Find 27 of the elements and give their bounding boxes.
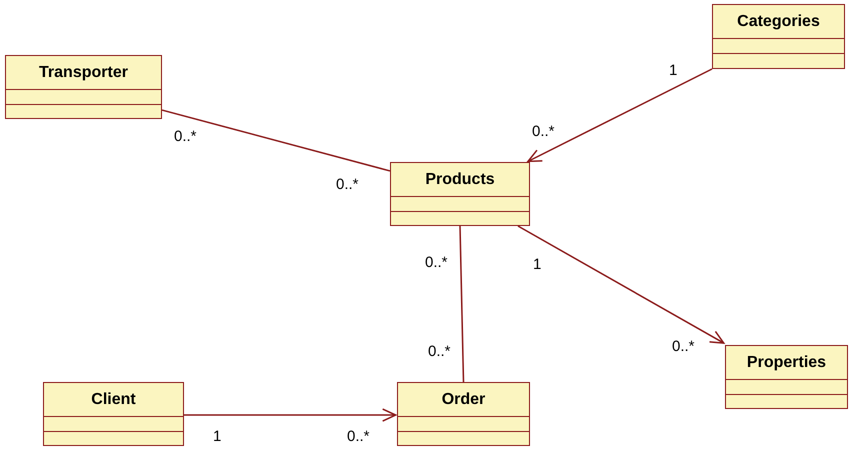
class-box xyxy=(390,162,530,226)
association-line xyxy=(162,109,390,172)
arrow xyxy=(518,225,725,344)
class-box xyxy=(43,382,184,446)
multiplicity-label: 0..* xyxy=(425,254,448,271)
class-name: Products xyxy=(425,170,495,188)
class-box xyxy=(5,55,162,119)
class-name: Categories xyxy=(737,12,820,30)
arrow xyxy=(184,408,396,422)
class-name: Client xyxy=(91,390,136,408)
multiplicity-label: 0..* xyxy=(336,176,359,193)
class-name: Transporter xyxy=(39,64,128,82)
class-name: Properties xyxy=(746,354,826,372)
class-box xyxy=(725,345,848,409)
multiplicity-label: 1 xyxy=(213,428,222,445)
association-line xyxy=(459,226,464,382)
class-box xyxy=(712,4,845,69)
multiplicity-label: 0..* xyxy=(174,128,197,145)
class-box xyxy=(397,382,530,446)
class-name: Order xyxy=(442,390,486,408)
multiplicity-label: 0..* xyxy=(532,123,555,140)
multiplicity-label: 0..* xyxy=(672,338,695,355)
multiplicity-label: 0..* xyxy=(347,428,370,445)
arrow xyxy=(527,68,712,162)
multiplicity-label: 0..* xyxy=(428,343,451,360)
multiplicity-label: 1 xyxy=(669,62,678,79)
multiplicity-label: 1 xyxy=(533,256,542,273)
